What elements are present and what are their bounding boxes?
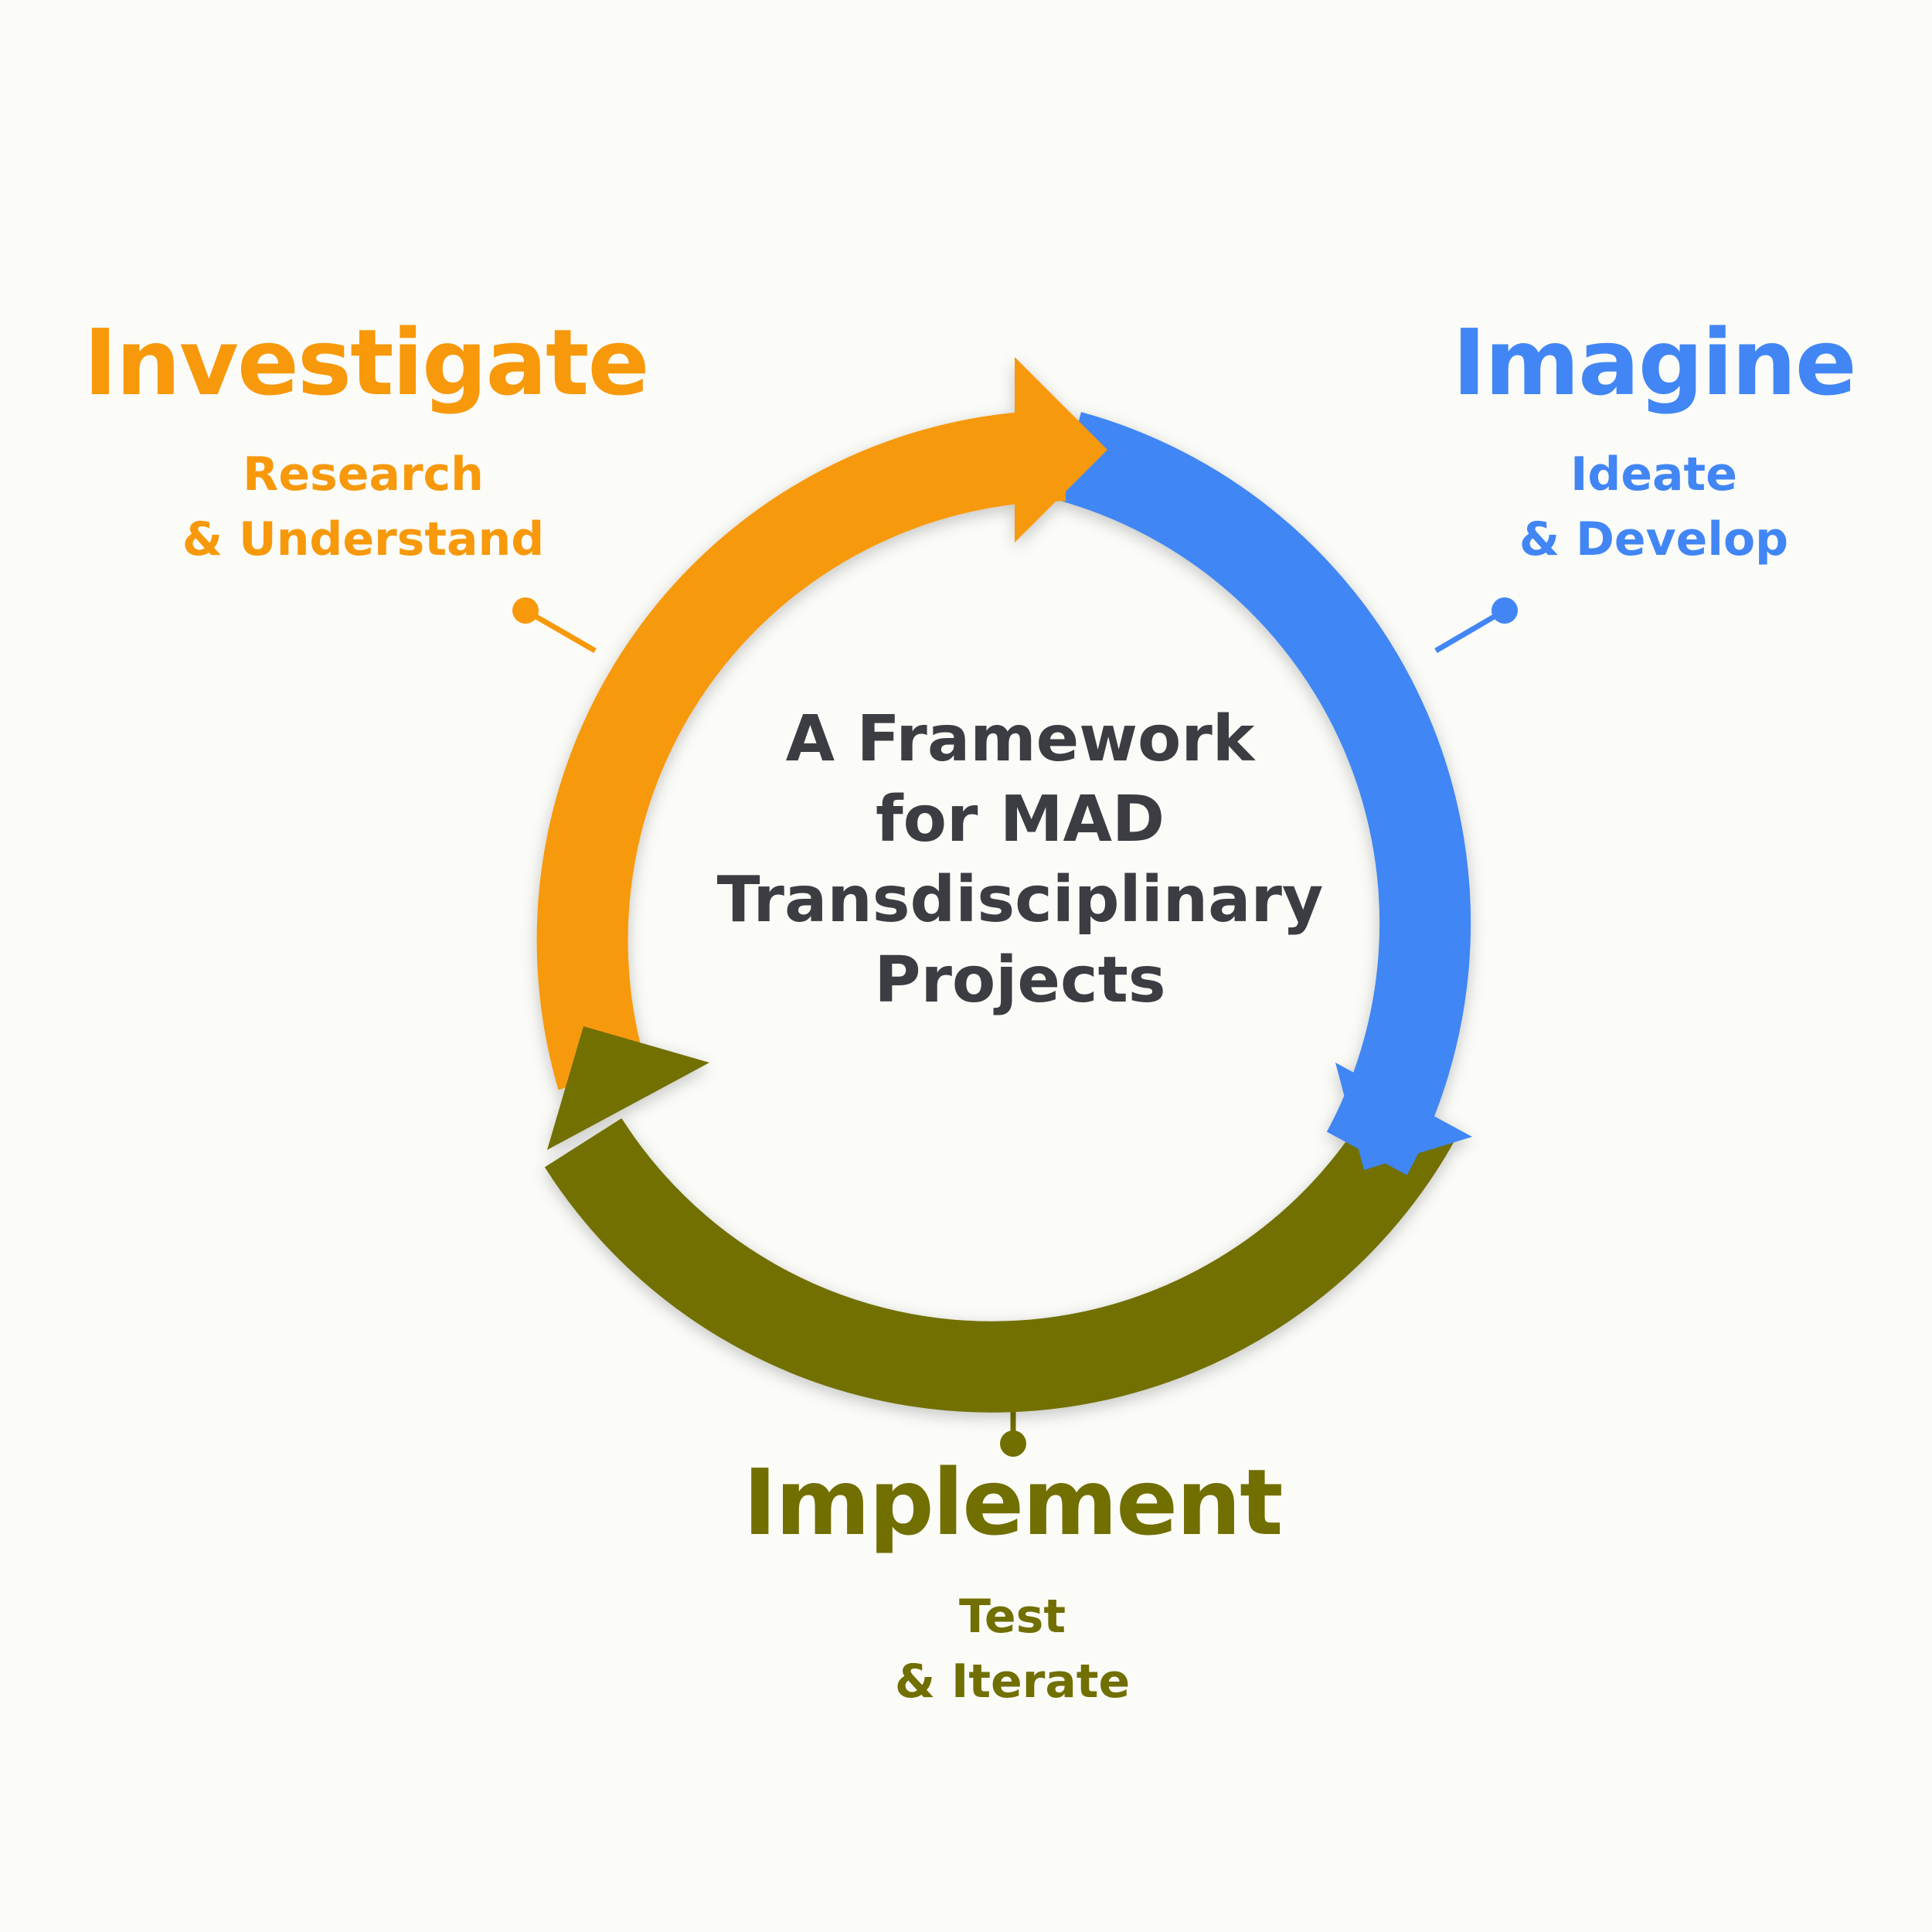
imagine-arrowhead [1335,1063,1472,1170]
imagine-arc [1056,412,1471,1175]
investigate-subtitle-line2: & Understand [182,512,545,566]
imagine-subtitle: Ideate & Develop [1422,442,1886,572]
imagine-title: Imagine [1452,309,1856,416]
investigate-connector [512,597,597,654]
investigate-connector-line [524,607,597,654]
investigate-subtitle-line1: Research [243,447,484,502]
investigate-title: Investigate [83,309,649,416]
center-title-line3: Transdisciplinary [716,863,1324,937]
investigate-arc [536,410,1066,1090]
imagine-subtitle-line2: & Develop [1519,512,1789,566]
investigate-connector-dot [512,597,539,624]
imagine-connector-line [1434,607,1506,654]
investigate-arrowhead [1015,357,1107,543]
imagine-subtitle-line1: Ideate [1570,447,1737,502]
implement-subtitle: Test & Iterate [781,1584,1244,1714]
implement-title: Implement [743,1449,1283,1556]
investigate-subtitle: Research & Understand [131,442,595,572]
implement-subtitle-line1: Test [958,1590,1066,1644]
imagine-connector-dot [1492,597,1518,624]
center-title-line2: for MAD [875,783,1165,856]
implement-arc [544,1090,1459,1413]
implement-subtitle-line2: & Iterate [894,1655,1131,1709]
implement-connector-dot [1000,1430,1026,1457]
center-title-line1: A Framework [785,702,1255,776]
imagine-connector [1434,597,1518,654]
center-title-line4: Projects [874,944,1166,1017]
center-title: A Framework for MAD Transdisciplinary Pr… [634,699,1406,1021]
implement-arrowhead [547,1026,709,1150]
